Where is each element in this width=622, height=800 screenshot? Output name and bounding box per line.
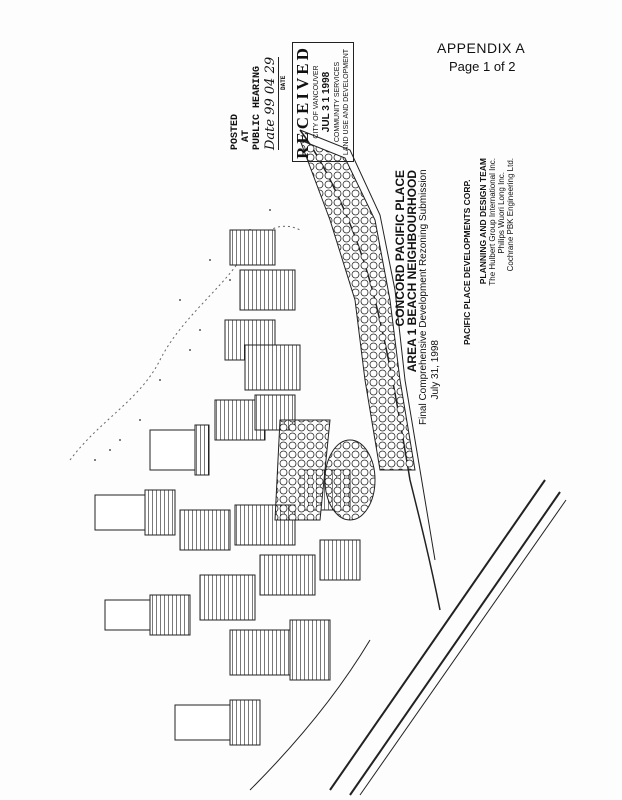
stamp-dept-2: LAND USE AND DEVELOPMENT: [343, 48, 350, 156]
stamp-city: CITY OF VANCOUVER: [313, 65, 320, 139]
handwritten-date: Date 99 04 29: [263, 56, 279, 150]
submission-description: Final Comprehensive Development Rezoning…: [418, 169, 429, 425]
stamp-dept: COMMUNITY SERVICES: [334, 61, 341, 143]
received-stamp: RECEIVED CITY OF VANCOUVER JUL 3 1 1998 …: [292, 42, 354, 162]
team-member: The Hulbert Group International Inc.: [488, 158, 497, 286]
design-team-block: PLANNING AND DESIGN TEAM The Hulbert Gro…: [478, 158, 515, 318]
project-subtitle: AREA 1 BEACH NEIGHBOURHOOD: [405, 170, 419, 373]
posted-at-public-hearing-mark: POSTED AT PUBLIC HEARING Date 99 04 29 D…: [230, 30, 288, 150]
appendix-label: APPENDIX A: [437, 40, 526, 56]
title-block: CONCORD PACIFIC PLACE AREA 1 BEACH NEIGH…: [393, 169, 442, 425]
developer-name: PACIFIC PLACE DEVELOPMENTS CORP.: [462, 179, 472, 345]
team-member: Philips Wuori Long Inc.: [497, 172, 506, 254]
submission-date: July 31, 1998: [430, 340, 441, 400]
posted-at-line: AT: [241, 129, 252, 142]
stamp-date: JUL 3 1 1998: [321, 71, 332, 133]
team-heading: PLANNING AND DESIGN TEAM: [478, 158, 488, 285]
public-hearing-line: PUBLIC HEARING: [252, 65, 263, 150]
team-member: Cochrane PBK Engineering Ltd.: [506, 158, 515, 272]
date-label: DATE: [280, 75, 287, 90]
posted-line: POSTED: [230, 113, 241, 150]
page-number: Page 1 of 2: [449, 59, 516, 74]
stamp-received: RECEIVED: [293, 45, 312, 159]
